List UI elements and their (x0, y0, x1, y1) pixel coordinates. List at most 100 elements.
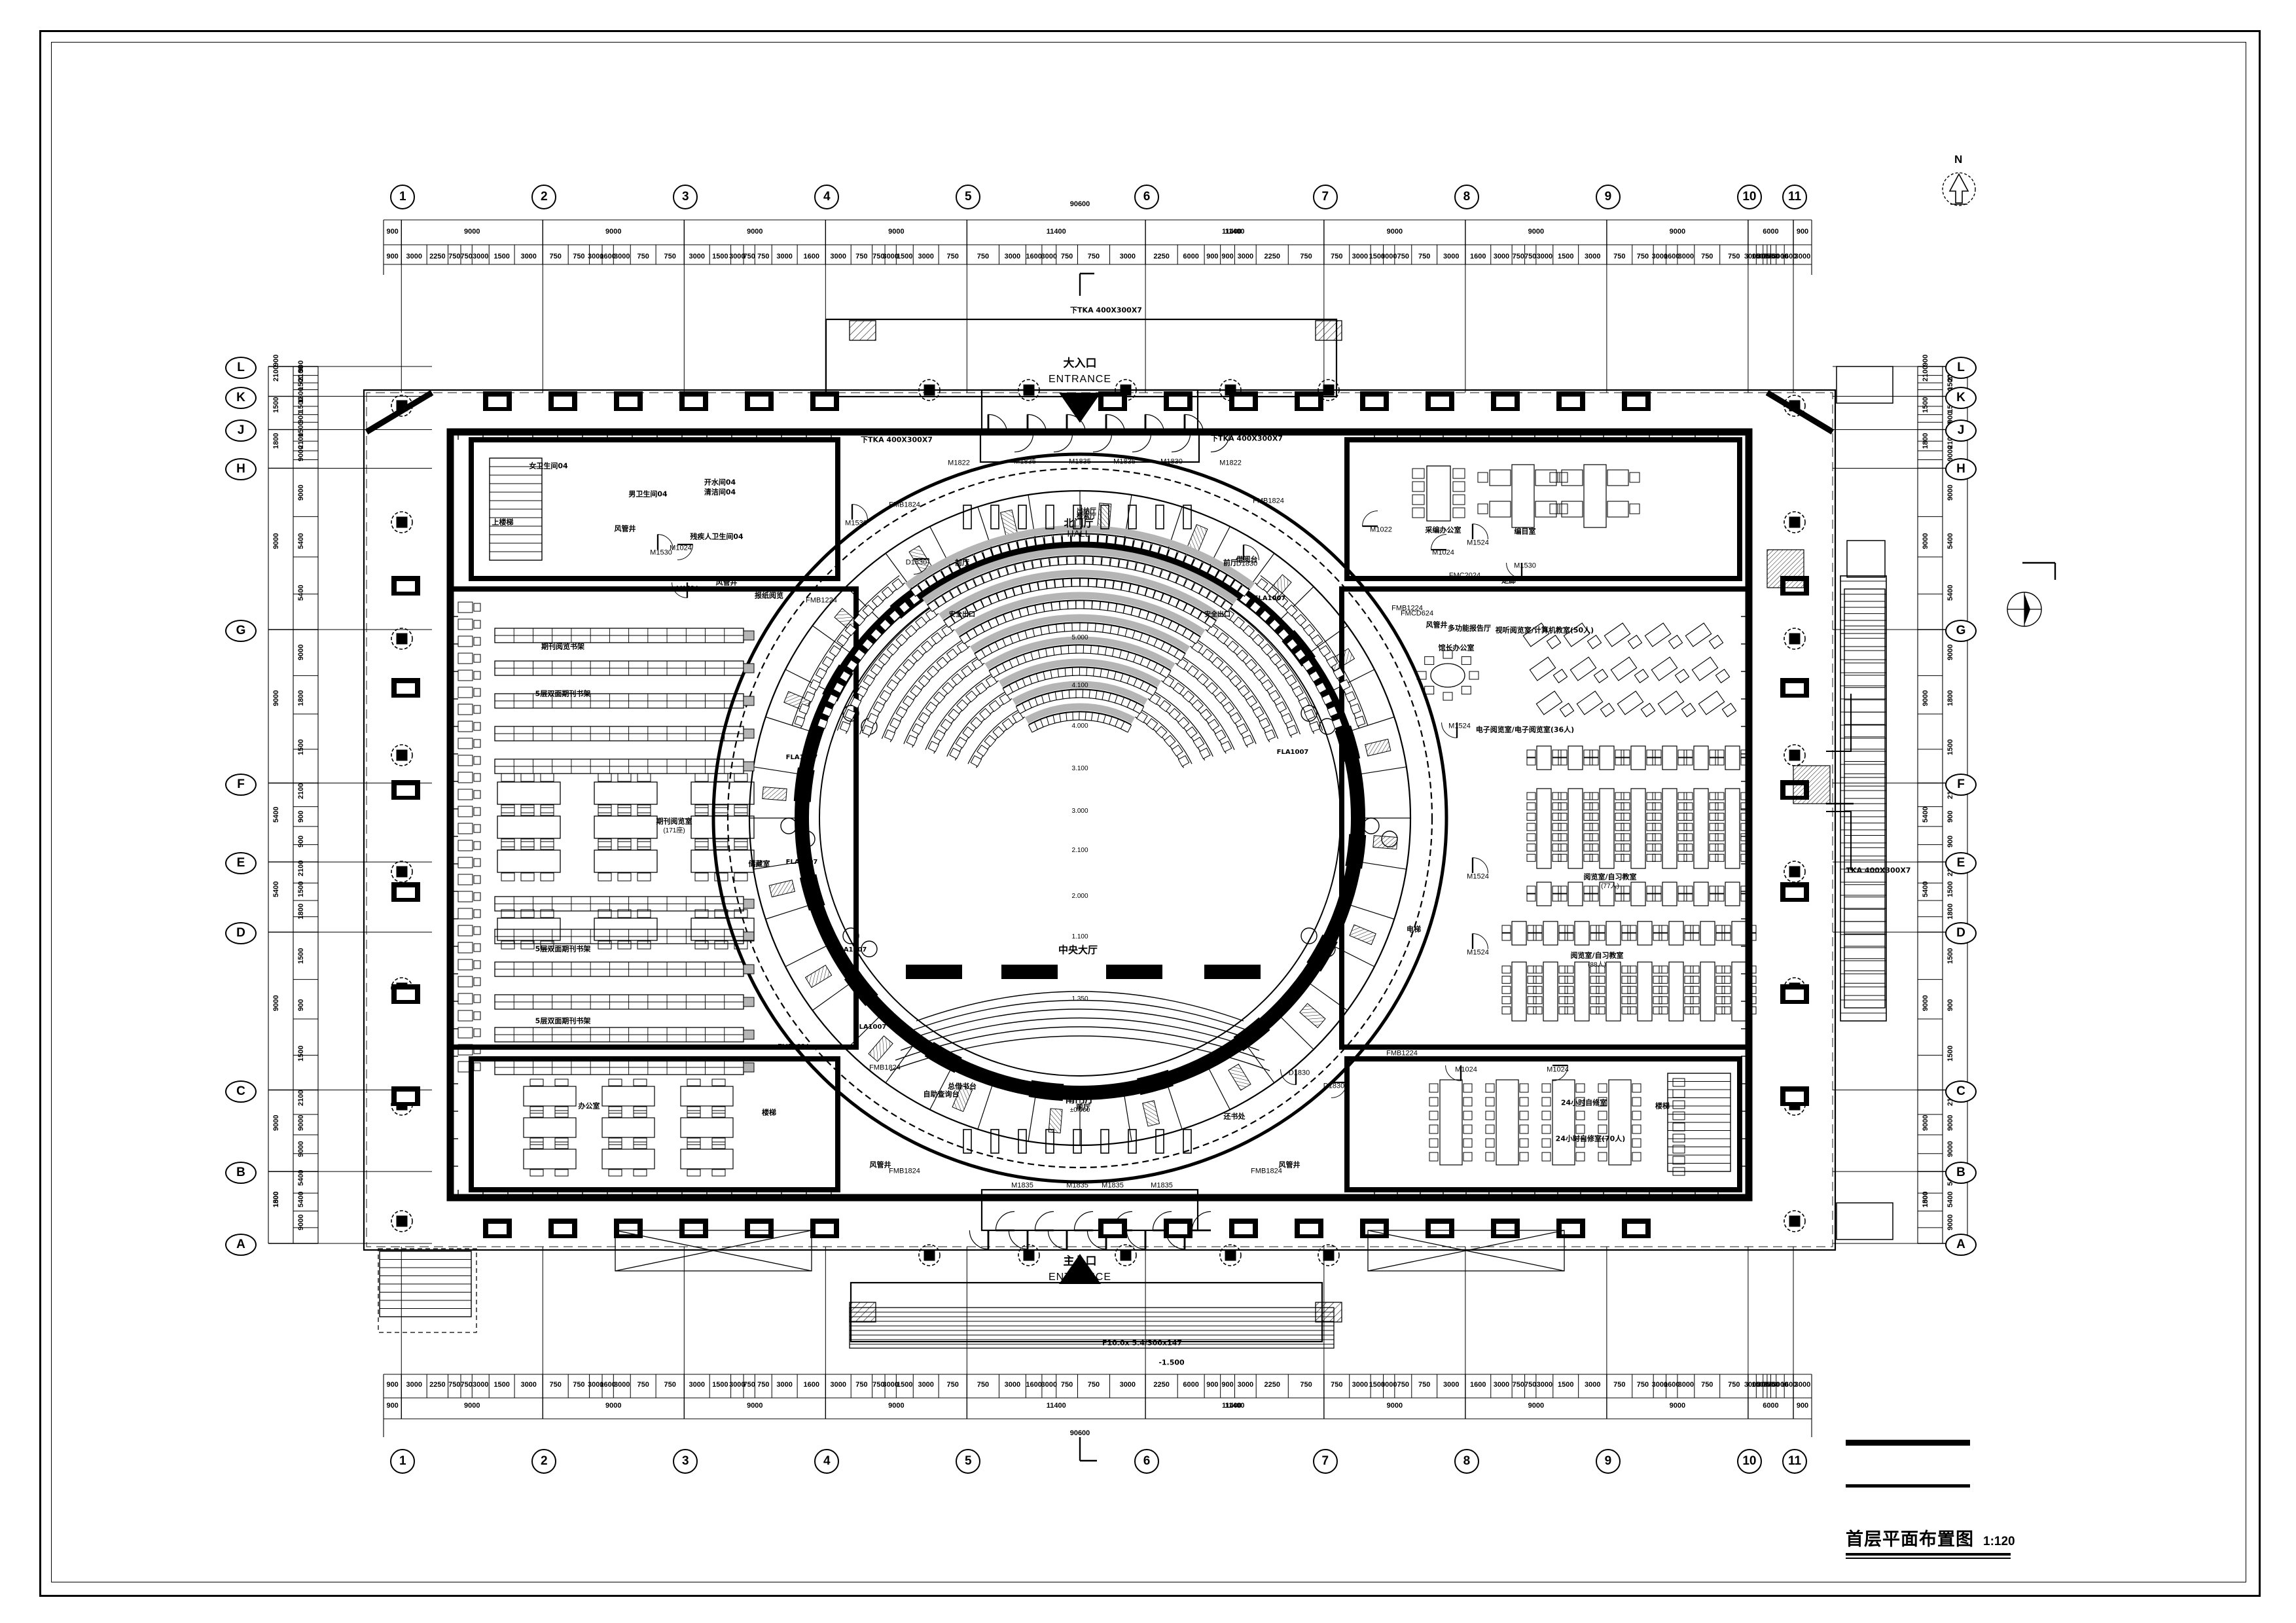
dimension-text: 750 (1418, 253, 1430, 260)
level-tag: 1.100 (1071, 934, 1088, 940)
door-tag: FMB1824 (889, 502, 920, 509)
dimension-text: 9000 (272, 690, 280, 706)
level-tag: 5.000 (1071, 635, 1088, 641)
dimension-text: 900 (1206, 1381, 1218, 1389)
room-label-en-periodical-room: (171座) (663, 828, 685, 834)
dimension-text: 1500 (297, 740, 305, 755)
dimension-text: 750 (1513, 1381, 1524, 1389)
room-label-en-north-hall: HALL (1067, 529, 1090, 538)
dimension-text: 5400 (272, 806, 280, 822)
dimension-text: 2100 (272, 365, 280, 381)
grid-bubble-col-1: 1 (390, 185, 415, 209)
dimension-text: 9000 (1670, 1402, 1685, 1410)
dimension-text: 1500 (897, 253, 912, 260)
dimension-text: 9000 (297, 644, 305, 660)
dimension-text: 3000 (918, 1381, 933, 1389)
door-tag: M1530 (845, 520, 867, 527)
room-label-elev-e: 电梯 (1407, 926, 1421, 933)
dimension-text: 3000 (918, 253, 933, 260)
dimension-text: 900 (1221, 253, 1233, 260)
grid-bubble-col-9: 9 (1596, 1449, 1621, 1474)
dimension-text: 750 (1061, 1381, 1073, 1389)
door-tag: FMB1824 (1251, 1168, 1282, 1175)
dimension-text: 2250 (1153, 253, 1169, 260)
grid-bubble-col-8: 8 (1454, 1449, 1479, 1474)
room-label-computer-room: 视听阅览室/计算机教室(50人) (1496, 627, 1594, 634)
section-tag: -1.500 (1158, 1359, 1184, 1366)
dimension-text: 5400 (1946, 1192, 1954, 1207)
dimension-text: 750 (1524, 1381, 1536, 1389)
dimension-text: 750 (1088, 253, 1100, 260)
dimension-text: 2250 (429, 1381, 445, 1389)
door-tag: M1835 (1011, 1183, 1033, 1190)
room-label-wc-access: 残疾人卫生间04 (690, 533, 743, 541)
dimension-text: 750 (1300, 253, 1312, 260)
door-tag: FMB1824 (1253, 498, 1284, 505)
dimension-text: 3000 (1678, 1381, 1694, 1389)
dimension-text: 9000 (605, 1402, 621, 1410)
dimension-text: 3000 (831, 253, 846, 260)
dimension-text: 3000 (1005, 1381, 1020, 1389)
grid-bubble-row-F: F (225, 774, 257, 796)
dimension-text: 750 (757, 1381, 769, 1389)
dimension-text: 750 (1524, 253, 1536, 260)
dimension-text: 900 (1946, 836, 1954, 847)
level-tag: 2.000 (1071, 893, 1088, 900)
room-label-periodical-shelf-b: 5层双面期刊书架 (535, 690, 591, 698)
legend-bar-2 (1846, 1484, 1970, 1488)
dimension-text: 3000 (1041, 253, 1057, 260)
room-label-duct-shaft-nw: 风管井 (615, 526, 636, 533)
dimension-text: 3000 (1238, 1381, 1253, 1389)
room-label-wc-female: 女卫生间04 (529, 463, 567, 470)
title-underline-thin (1846, 1558, 2011, 1559)
door-tag: M1835 (1014, 459, 1036, 466)
dimension-text: 9000 (1946, 1141, 1954, 1156)
grid-bubble-row-B: B (1945, 1162, 1977, 1184)
dimension-text: 3000 (831, 1381, 846, 1389)
dimension-text: 3000 (1443, 1381, 1459, 1389)
door-tag: M1835 (1069, 459, 1091, 466)
grid-bubble-col-7: 7 (1313, 1449, 1338, 1474)
dimension-text: 9000 (747, 228, 762, 236)
dimension-text: 750 (573, 1381, 584, 1389)
dimension-text: 900 (1221, 1381, 1233, 1389)
title-block: 首层平面布置图 1:120 (1846, 1525, 2015, 1559)
grid-bubble-row-K: K (225, 387, 257, 409)
dimension-text: 1800 (272, 433, 280, 448)
dimension-text: 3000 (776, 1381, 792, 1389)
door-tag: M1835 (1113, 459, 1136, 466)
dimension-text: 3000 (1443, 253, 1459, 260)
grid-bubble-col-6: 6 (1134, 185, 1159, 209)
dimension-text: 3000 (776, 253, 792, 260)
dimension-text: 9000 (1946, 1115, 1954, 1130)
room-label-duct-shaft-ne: 风管井 (1426, 622, 1448, 629)
dimension-text: 2100 (1922, 365, 1929, 381)
room-label-periodical-room: 期刊阅览室 (656, 818, 692, 825)
dimension-text: 1500 (1922, 1192, 1929, 1207)
door-tag: FMC2024 (1449, 573, 1480, 580)
dimension-text: 9000 (1946, 644, 1954, 660)
dimension-text: 3000 (614, 253, 630, 260)
door-tag: M1524 (1467, 874, 1489, 881)
door-tag: M1024 (670, 545, 692, 552)
dimension-text: 900 (1946, 810, 1954, 822)
dimension-text: 3000 (1381, 253, 1397, 260)
room-label-meet-room: 馆长办公室 (1439, 645, 1475, 652)
drawing-title: 首层平面布置图 (1846, 1525, 1974, 1550)
room-label-en-reading-room-88: (88人) (1588, 962, 1606, 969)
door-tag: FMCD624 (1401, 611, 1433, 618)
misc-tag: 安全出口 (1204, 612, 1230, 618)
door-tag: M1024 (1432, 550, 1454, 557)
room-label-study-24h-2: 24小时自修室(70人) (1556, 1135, 1626, 1143)
door-tag: M1530 (1514, 563, 1536, 570)
dimension-text: 750 (664, 253, 676, 260)
room-label-info-desk: 自助查询台 (924, 1091, 960, 1098)
room-label-stair-se: 楼梯 (1655, 1103, 1670, 1110)
title-underline-thick (1846, 1553, 2011, 1556)
dimension-text: 900 (272, 355, 280, 366)
room-label-reading-room-77: 阅览室/自习教室 (1583, 874, 1636, 881)
drawing-scale: 1:120 (1983, 1535, 2015, 1549)
dimension-text: 9000 (272, 1115, 280, 1130)
door-tag: M1822 (1219, 460, 1242, 467)
dimension-text: 1500 (297, 397, 305, 413)
